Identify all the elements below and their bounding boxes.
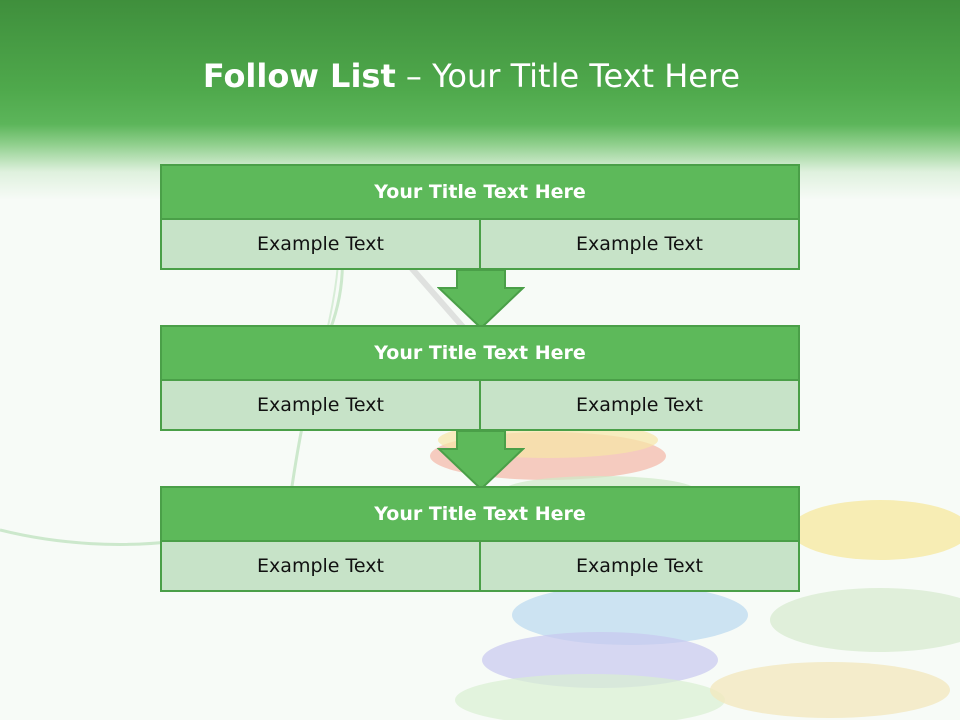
step-cell-left: Example Text <box>257 233 384 255</box>
slide-title-rest: – Your Title Text Here <box>395 57 741 95</box>
step-row: Example Text Example Text <box>160 220 800 270</box>
step-title: Your Title Text Here <box>160 486 800 542</box>
step-panel-2: Your Title Text Here Example Text Exampl… <box>160 325 800 431</box>
step-title: Your Title Text Here <box>160 325 800 381</box>
step-cell-right: Example Text <box>479 381 798 429</box>
step-row: Example Text Example Text <box>160 542 800 592</box>
slide-title-strong: Follow List <box>202 57 396 95</box>
step-cell-right: Example Text <box>479 220 798 268</box>
step-cell-right: Example Text <box>479 542 798 590</box>
step-panel-3: Your Title Text Here Example Text Exampl… <box>160 486 800 592</box>
down-arrow-1 <box>437 270 525 328</box>
step-cell-left: Example Text <box>257 555 384 577</box>
step-panel-1: Your Title Text Here Example Text Exampl… <box>160 164 800 270</box>
step-title: Your Title Text Here <box>160 164 800 220</box>
down-arrow-2 <box>437 431 525 489</box>
slide-title: Follow List – Your Title Text Here <box>0 54 943 98</box>
step-cell-left: Example Text <box>257 394 384 416</box>
step-row: Example Text Example Text <box>160 381 800 431</box>
